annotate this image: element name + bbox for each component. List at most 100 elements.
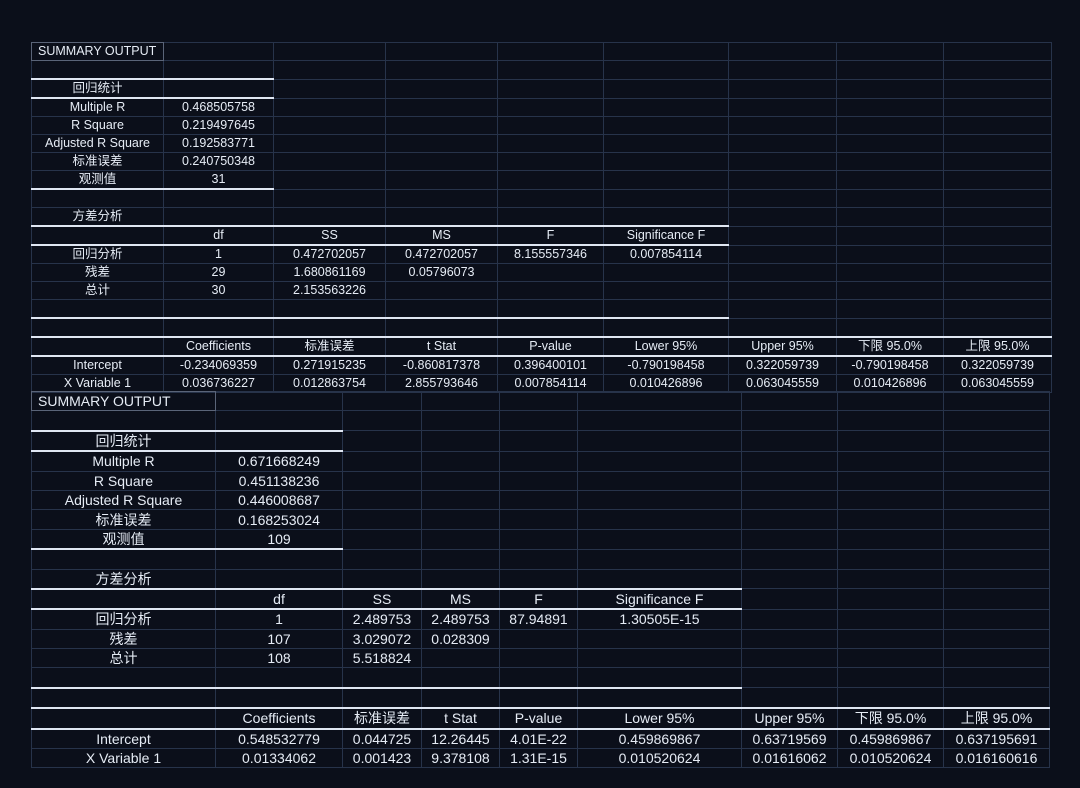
anova-row-label[interactable]: 回归分析: [31, 244, 164, 264]
empty-cell[interactable]: [497, 97, 604, 117]
empty-cell[interactable]: [421, 509, 500, 530]
coef-cell[interactable]: 2.855793646: [385, 374, 498, 393]
anova-column-header[interactable]: MS: [421, 588, 500, 611]
coef-cell[interactable]: 0.007854114: [497, 374, 604, 393]
empty-cell[interactable]: [385, 42, 498, 61]
empty-cell[interactable]: [836, 207, 944, 227]
empty-cell[interactable]: [385, 207, 498, 227]
empty-cell[interactable]: [943, 390, 1050, 412]
anova-header[interactable]: 方差分析: [31, 207, 164, 227]
empty-cell[interactable]: [577, 687, 742, 710]
empty-cell[interactable]: [385, 170, 498, 190]
empty-cell[interactable]: [499, 410, 578, 432]
empty-cell[interactable]: [497, 78, 604, 99]
empty-cell[interactable]: [577, 509, 742, 530]
empty-cell[interactable]: [342, 509, 422, 530]
empty-cell[interactable]: [943, 470, 1050, 491]
empty-cell[interactable]: [837, 410, 944, 432]
anova-cell[interactable]: [603, 263, 729, 282]
empty-cell[interactable]: [163, 78, 274, 99]
empty-cell[interactable]: [603, 60, 729, 80]
empty-cell[interactable]: [943, 263, 1052, 282]
reg-stat-value[interactable]: 0.451138236: [215, 470, 343, 491]
empty-cell[interactable]: [421, 410, 500, 432]
empty-cell[interactable]: [421, 687, 500, 710]
anova-cell[interactable]: 108: [215, 648, 343, 669]
anova-cell[interactable]: 3.029072: [342, 628, 422, 650]
anova-column-header[interactable]: SS: [342, 588, 422, 611]
empty-cell[interactable]: [728, 225, 837, 246]
empty-cell[interactable]: [837, 390, 944, 412]
empty-cell[interactable]: [741, 470, 838, 491]
empty-cell[interactable]: [837, 470, 944, 491]
empty-cell[interactable]: [31, 225, 164, 246]
coef-cell[interactable]: 0.001423: [342, 748, 422, 769]
anova-cell[interactable]: 29: [163, 263, 274, 282]
anova-column-header[interactable]: Significance F: [603, 225, 729, 246]
coef-row-label[interactable]: Intercept: [31, 728, 216, 750]
empty-cell[interactable]: [728, 60, 837, 80]
coef-row-label[interactable]: X Variable 1: [31, 748, 216, 769]
anova-column-header[interactable]: F: [497, 225, 604, 246]
empty-cell[interactable]: [499, 430, 578, 452]
empty-cell[interactable]: [342, 470, 422, 491]
anova-row-label[interactable]: 残差: [31, 263, 164, 282]
empty-cell[interactable]: [603, 317, 729, 338]
empty-cell[interactable]: [577, 489, 742, 511]
empty-cell[interactable]: [31, 336, 164, 357]
anova-column-header[interactable]: df: [163, 225, 274, 246]
empty-cell[interactable]: [577, 568, 742, 590]
empty-cell[interactable]: [273, 152, 386, 171]
anova-cell[interactable]: 107: [215, 628, 343, 650]
empty-cell[interactable]: [577, 470, 742, 491]
coef-cell[interactable]: -0.860817378: [385, 355, 498, 375]
anova-cell[interactable]: 0.472702057: [385, 244, 498, 264]
empty-cell[interactable]: [31, 548, 216, 570]
empty-cell[interactable]: [497, 170, 604, 190]
empty-cell[interactable]: [31, 588, 216, 611]
coef-row-label[interactable]: X Variable 1: [31, 374, 164, 393]
anova-row-label[interactable]: 总计: [31, 648, 216, 669]
empty-cell[interactable]: [577, 450, 742, 472]
coef-cell[interactable]: 0.459869867: [577, 728, 742, 750]
reg-stat-value[interactable]: 0.468505758: [163, 97, 274, 117]
empty-cell[interactable]: [943, 648, 1050, 669]
empty-cell[interactable]: [943, 244, 1052, 264]
empty-cell[interactable]: [603, 42, 729, 61]
anova-cell[interactable]: 0.028309: [421, 628, 500, 650]
empty-cell[interactable]: [943, 170, 1052, 190]
empty-cell[interactable]: [342, 410, 422, 432]
coef-cell[interactable]: 0.63719569: [741, 728, 838, 750]
coef-cell[interactable]: 0.459869867: [837, 728, 944, 750]
empty-cell[interactable]: [31, 687, 216, 710]
coef-cell[interactable]: -0.234069359: [163, 355, 274, 375]
coef-cell[interactable]: 12.26445: [421, 728, 500, 750]
empty-cell[interactable]: [215, 568, 343, 590]
empty-cell[interactable]: [728, 42, 837, 61]
anova-cell[interactable]: 2.153563226: [273, 281, 386, 300]
empty-cell[interactable]: [741, 390, 838, 412]
empty-cell[interactable]: [499, 667, 578, 689]
empty-cell[interactable]: [421, 430, 500, 452]
anova-column-header[interactable]: F: [499, 588, 578, 611]
coef-cell[interactable]: 0.063045559: [728, 374, 837, 393]
empty-cell[interactable]: [728, 97, 837, 117]
empty-cell[interactable]: [499, 687, 578, 710]
empty-cell[interactable]: [943, 42, 1052, 61]
reg-stat-label[interactable]: R Square: [31, 470, 216, 491]
empty-cell[interactable]: [385, 60, 498, 80]
empty-cell[interactable]: [499, 390, 578, 412]
empty-cell[interactable]: [499, 509, 578, 530]
empty-cell[interactable]: [577, 410, 742, 432]
empty-cell[interactable]: [943, 188, 1052, 208]
empty-cell[interactable]: [836, 97, 944, 117]
empty-cell[interactable]: [603, 299, 729, 319]
empty-cell[interactable]: [163, 207, 274, 227]
empty-cell[interactable]: [728, 317, 837, 338]
reg-stat-value[interactable]: 0.671668249: [215, 450, 343, 472]
anova-cell[interactable]: 0.472702057: [273, 244, 386, 264]
empty-cell[interactable]: [837, 628, 944, 650]
empty-cell[interactable]: [385, 299, 498, 319]
empty-cell[interactable]: [943, 628, 1050, 650]
empty-cell[interactable]: [836, 263, 944, 282]
